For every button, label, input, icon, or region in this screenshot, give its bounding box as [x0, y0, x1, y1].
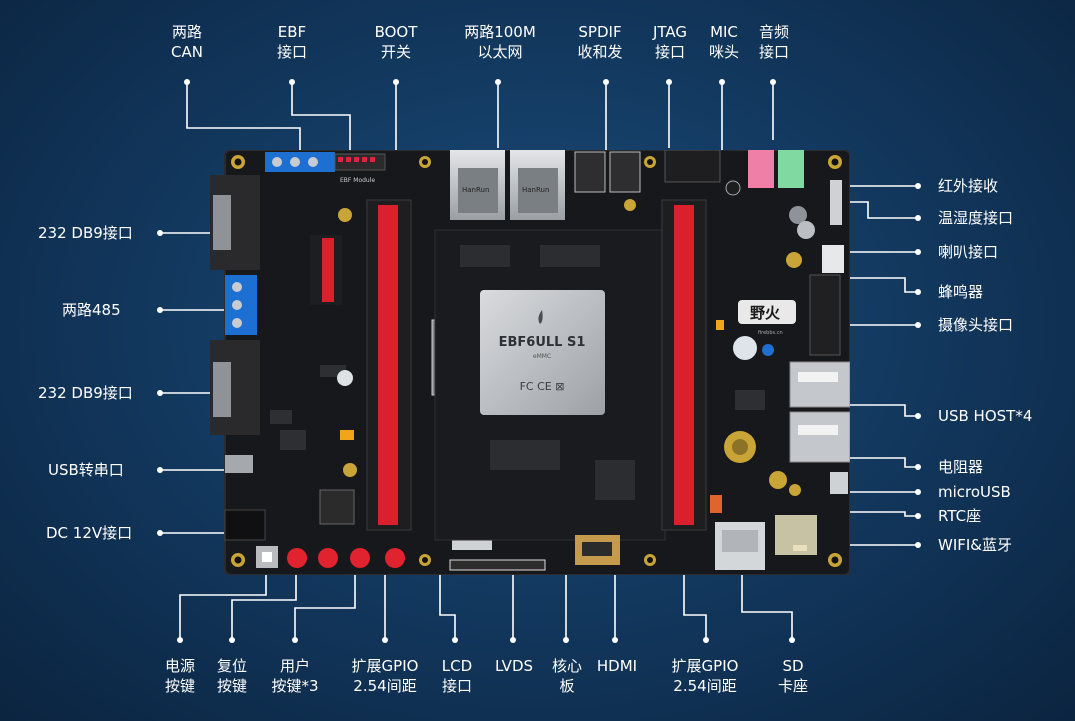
board-image: EBF Module HanRun HanRun EBF6ULL S1 eMMC…	[210, 150, 850, 575]
label-resistor: 电阻器	[938, 458, 984, 476]
label-reset-button: 复位按键	[216, 657, 248, 695]
label-user-buttons: 用户按键*3	[271, 657, 319, 695]
logo-text: 野火	[750, 304, 781, 322]
label-core-board: 核心板	[551, 657, 583, 695]
chip-title: EBF6ULL S1	[499, 335, 586, 350]
label-usb-host: USB HOST*4	[938, 407, 1033, 425]
label-camera: 摄像头接口	[938, 316, 1014, 334]
ebf-module-text: EBF Module	[340, 177, 375, 184]
eth-brand-1: HanRun	[462, 186, 489, 194]
eth-brand-2: HanRun	[522, 186, 549, 194]
label-hdmi: HDMI	[596, 657, 638, 675]
label-speaker: 喇叭接口	[938, 243, 999, 261]
label-buzzer: 蜂鸣器	[938, 283, 984, 301]
label-db9-2: 232 DB9接口	[38, 384, 133, 402]
label-dc12v: DC 12V接口	[46, 524, 133, 542]
label-audio: 音频接口	[758, 23, 790, 61]
logo-url: firebbs.cn	[758, 330, 783, 336]
label-wifi-bt: WIFI&蓝牙	[938, 536, 1013, 554]
label-lvds: LVDS	[494, 657, 534, 675]
chip-marks: FC CE ⊠	[520, 380, 565, 393]
label-power-button: 电源按键	[164, 657, 196, 695]
label-485: 两路485	[62, 301, 121, 319]
label-db9-1: 232 DB9接口	[38, 224, 133, 242]
label-usb-serial: USB转串口	[48, 461, 124, 479]
label-rtc: RTC座	[938, 507, 982, 525]
label-temp-humidity: 温湿度接口	[938, 209, 1014, 227]
label-microusb: microUSB	[938, 483, 1011, 501]
chip-sub: eMMC	[533, 353, 551, 360]
label-ir: 红外接收	[938, 177, 999, 195]
